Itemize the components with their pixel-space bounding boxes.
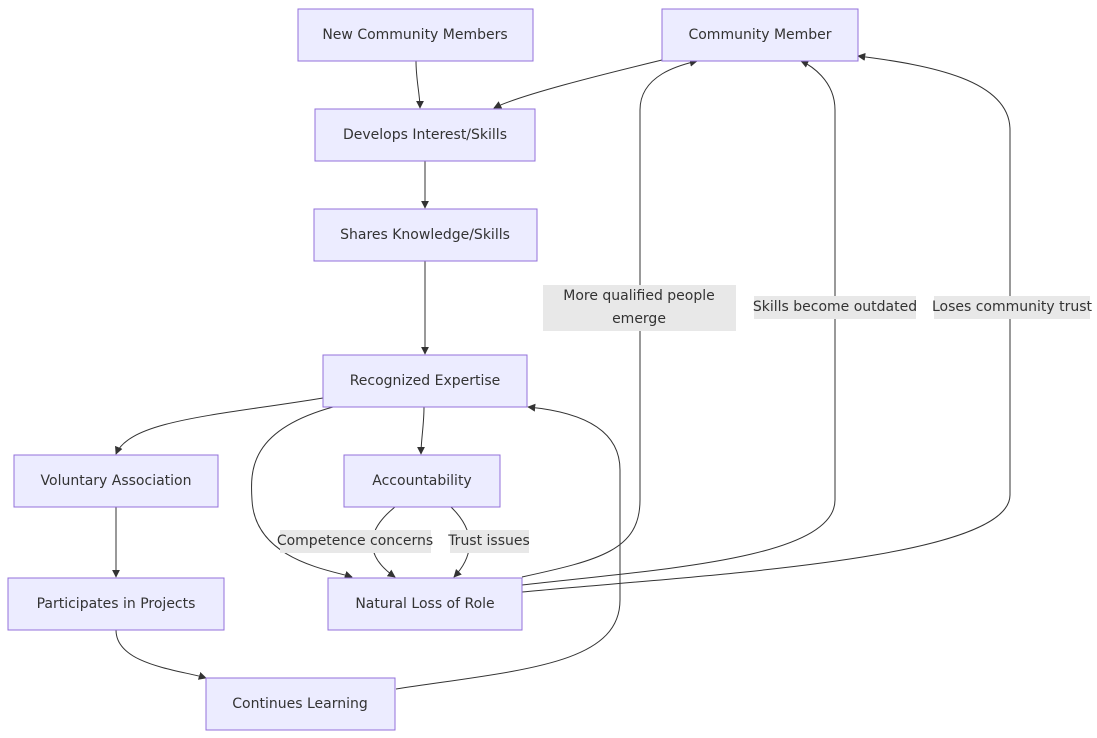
- node-voluntary-association: Voluntary Association: [13, 454, 219, 508]
- label-competence: Competence concerns: [277, 530, 433, 553]
- label-more-qualified-line1: More qualified people: [563, 288, 715, 304]
- node-continues-learning: Continues Learning: [205, 677, 396, 731]
- node-community-member-label: Community Member: [688, 27, 831, 43]
- label-trust-issues-text: Trust issues: [447, 533, 530, 549]
- label-more-qualified-line2: emerge: [612, 311, 666, 327]
- label-more-qualified: More qualified people emerge: [543, 285, 736, 331]
- label-trust-issues: Trust issues: [447, 530, 530, 553]
- node-new-community-members-label: New Community Members: [322, 27, 507, 43]
- node-community-member: Community Member: [661, 8, 859, 62]
- node-participates-projects: Participates in Projects: [7, 577, 225, 631]
- node-recognized-expertise-label: Recognized Expertise: [350, 373, 501, 389]
- edge-participates-to-continues: [115, 629, 207, 680]
- label-loses-trust-text: Loses community trust: [932, 299, 1093, 315]
- node-new-community-members: New Community Members: [297, 8, 534, 62]
- node-shares-knowledge: Shares Knowledge/Skills: [313, 208, 538, 262]
- edge-member-to-develops: [493, 59, 663, 109]
- node-natural-loss-label: Natural Loss of Role: [355, 596, 494, 612]
- node-recognized-expertise: Recognized Expertise: [322, 354, 528, 408]
- label-competence-text: Competence concerns: [277, 533, 433, 549]
- label-outdated: Skills become outdated: [753, 296, 917, 319]
- edge-naturalloss-to-member-a: [521, 58, 698, 578]
- edge-recognized-to-naturalloss: [251, 406, 353, 579]
- edge-recognized-to-voluntary: [115, 397, 324, 455]
- node-voluntary-association-label: Voluntary Association: [41, 473, 192, 489]
- label-outdated-text: Skills become outdated: [753, 299, 917, 315]
- node-develops-interest: Develops Interest/Skills: [314, 108, 536, 162]
- edge-new-to-develops: [415, 60, 424, 109]
- node-natural-loss: Natural Loss of Role: [327, 577, 523, 631]
- node-participates-projects-label: Participates in Projects: [37, 596, 196, 612]
- label-loses-trust: Loses community trust: [932, 296, 1093, 319]
- node-develops-interest-label: Develops Interest/Skills: [343, 127, 507, 143]
- node-accountability-label: Accountability: [372, 473, 471, 489]
- edge-naturalloss-to-member-c: [521, 52, 1011, 593]
- edge-recognized-to-accountability: [417, 406, 426, 455]
- node-continues-learning-label: Continues Learning: [232, 696, 367, 712]
- node-shares-knowledge-label: Shares Knowledge/Skills: [340, 227, 510, 243]
- edge-continues-to-recognized: [395, 403, 621, 690]
- node-accountability: Accountability: [343, 454, 501, 508]
- edge-naturalloss-to-member-b: [521, 60, 836, 586]
